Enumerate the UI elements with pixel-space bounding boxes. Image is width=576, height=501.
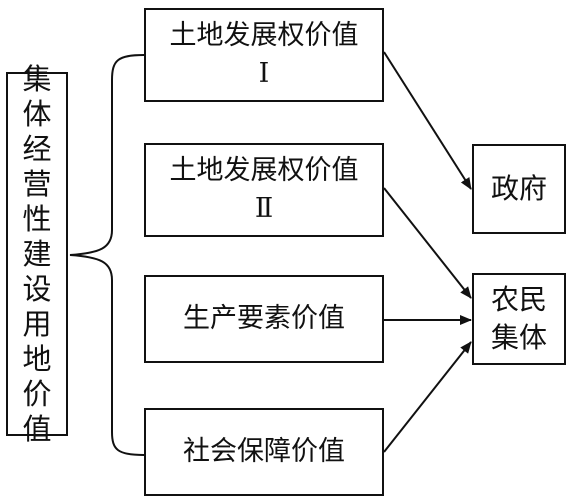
land-development-right-value-2-label: 土地发展权价值Ⅱ	[169, 155, 359, 224]
farmer-collective-label: 农民集体	[490, 283, 547, 354]
arrow-value2-to-farmer-collective	[383, 187, 472, 299]
land-development-right-value-2-box: 土地发展权价值Ⅱ	[144, 143, 384, 237]
brace-connector	[69, 54, 145, 456]
land-development-right-value-1-label: 土地发展权价值Ⅰ	[169, 20, 359, 89]
arrow-social-security-to-farmer-collective	[383, 341, 472, 453]
collective-construction-land-value-label: 集体经营性建设用地价值	[22, 61, 52, 446]
government-label: 政府	[490, 172, 547, 205]
collective-construction-land-value-box: 集体经营性建设用地价值	[6, 62, 68, 446]
social-security-value-label: 社会保障价值	[183, 436, 345, 467]
production-factor-value-box: 生产要素价值	[144, 275, 384, 363]
farmer-collective-box: 农民集体	[472, 273, 566, 365]
government-box: 政府	[472, 144, 566, 234]
arrow-value1-to-government	[383, 51, 472, 190]
social-security-value-box: 社会保障价值	[144, 408, 384, 496]
production-factor-value-label: 生产要素价值	[183, 303, 345, 334]
land-development-right-value-1-box: 土地发展权价值Ⅰ	[144, 8, 384, 102]
